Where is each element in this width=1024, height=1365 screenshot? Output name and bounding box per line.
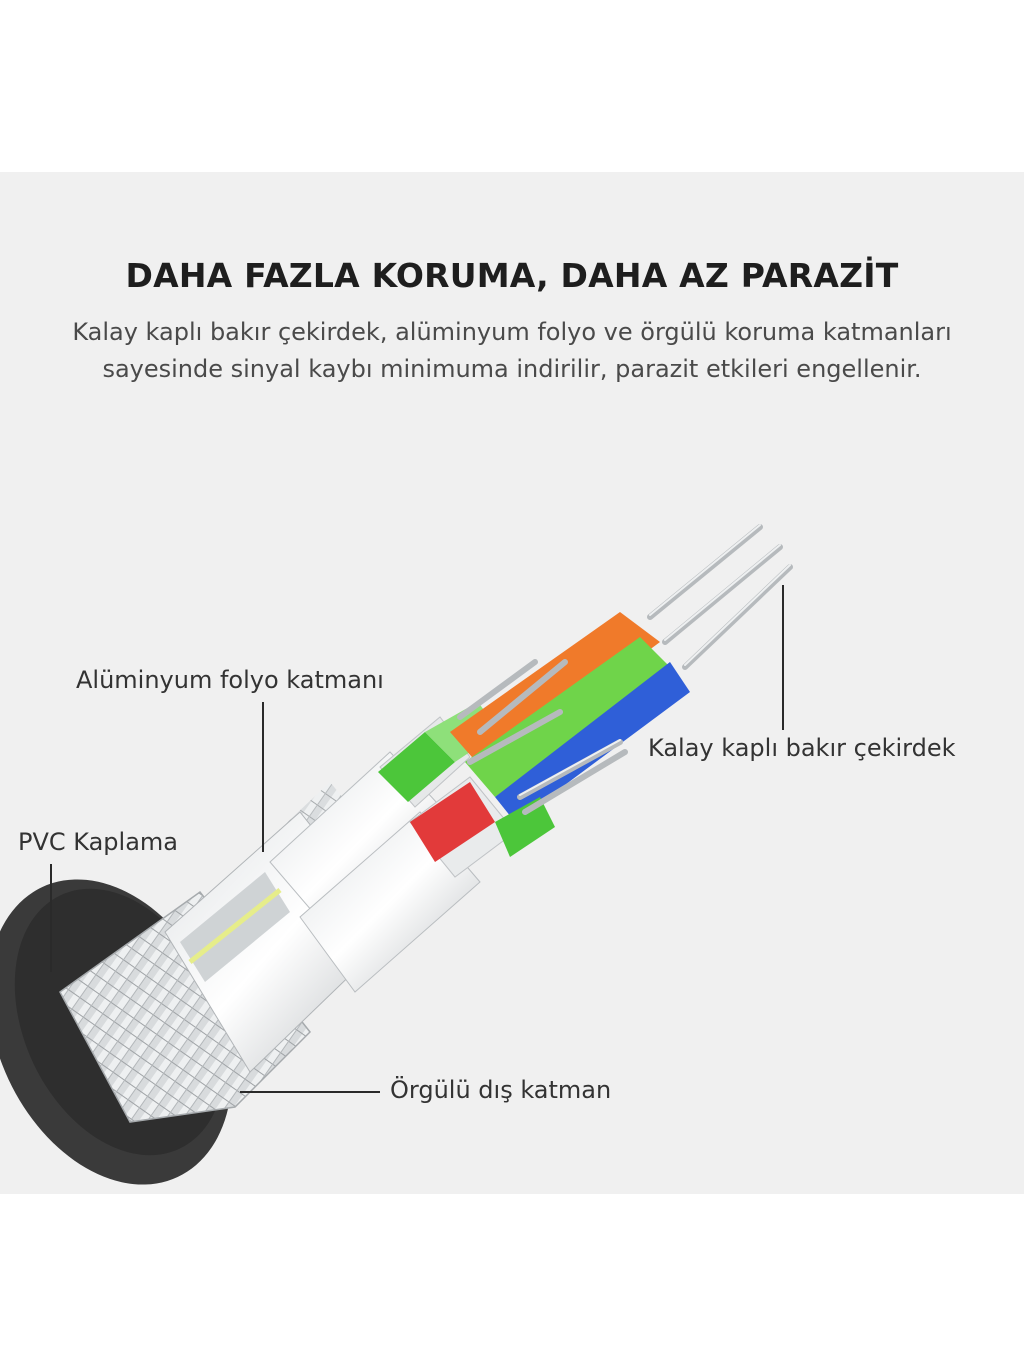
- page-title: DAHA FAZLA KORUMA, DAHA AZ PARAZİT: [125, 256, 899, 295]
- leader-copper-core: [782, 585, 784, 730]
- label-foil-layer: Alüminyum folyo katmanı: [76, 666, 384, 694]
- copper-strand-highlights: [519, 524, 791, 796]
- conductor-green-right: [495, 797, 555, 857]
- conductor-green: [465, 637, 675, 797]
- infographic-panel: DAHA FAZLA KORUMA, DAHA AZ PARAZİT Kalay…: [0, 172, 1024, 1194]
- conductor-orange: [450, 612, 660, 772]
- label-copper-core: Kalay kaplı bakır çekirdek: [648, 734, 956, 762]
- leader-pvc-coating: [50, 864, 52, 972]
- copper-strands: [457, 524, 793, 815]
- subtitle-line-1: Kalay kaplı bakır çekirdek, alüminyum fo…: [72, 318, 952, 346]
- leader-braided-layer: [240, 1091, 380, 1093]
- subtitle-line-2: sayesinde sinyal kaybı minimuma indirili…: [102, 355, 922, 383]
- conductor-red: [410, 782, 495, 862]
- subtitle: Kalay kaplı bakır çekirdek, alüminyum fo…: [40, 314, 984, 388]
- leader-foil-layer: [262, 702, 264, 852]
- label-pvc-coating: PVC Kaplama: [18, 828, 178, 856]
- cable-illustration: [0, 524, 793, 1185]
- label-braided-layer: Örgülü dış katman: [390, 1076, 612, 1104]
